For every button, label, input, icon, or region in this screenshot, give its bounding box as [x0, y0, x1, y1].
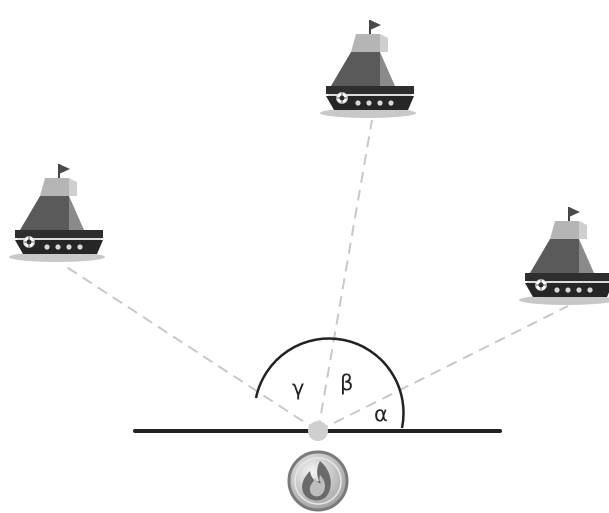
lifebuoy-icon	[534, 278, 548, 292]
angle-label-gamma: γ	[292, 376, 304, 400]
lifebuoy-icon	[22, 235, 36, 249]
ship-icon	[319, 19, 417, 119]
observer-point	[308, 421, 328, 441]
angle-arc	[254, 337, 405, 429]
lifebuoy-icon	[335, 91, 349, 105]
sight-line-left	[61, 263, 319, 432]
ship-icon	[518, 206, 609, 306]
sight-line-right	[317, 305, 569, 432]
ship-icon	[8, 163, 106, 263]
angle-label-alpha: α	[374, 402, 388, 426]
flame-icon	[287, 450, 349, 512]
sight-lines	[61, 119, 569, 432]
angle-label-beta: β	[340, 371, 353, 395]
